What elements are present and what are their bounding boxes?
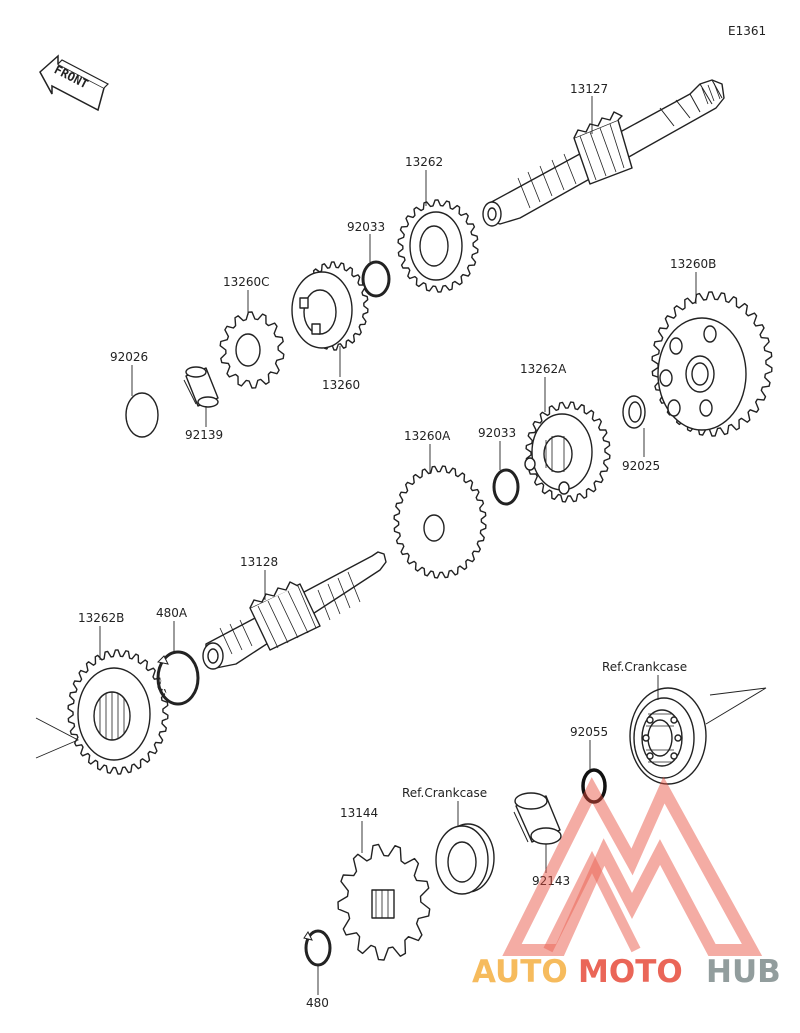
shaft-13127 [482,79,725,227]
shaft-13128 [202,551,387,670]
diagram-code: E1361 [728,24,766,38]
label-92033-top: 92033 [347,220,385,234]
gear-13260 [291,261,369,351]
label-92139: 92139 [185,428,223,442]
ball-bearing [629,687,707,785]
gear-13262b [67,649,169,775]
leader-crankcase-left [35,717,80,759]
label-480: 480 [306,996,329,1010]
label-13260b: 13260B [670,257,716,271]
label-480a: 480A [156,606,188,620]
label-92143: 92143 [532,874,570,888]
label-13260a: 13260A [404,429,451,443]
circlip-480a [156,650,200,706]
watermark-logo: AUTO MOTO HUB [472,776,781,990]
circlip-92033-mid [492,468,520,506]
front-arrow-icon: FRONT [39,54,110,112]
label-13262: 13262 [405,155,443,169]
label-13128: 13128 [240,555,278,569]
label-ref-crankcase-right: Ref.Crankcase [602,660,687,674]
label-92055: 92055 [570,725,608,739]
watermark-hub: HUB [706,954,781,990]
washer-92025 [622,395,646,429]
collar-92143 [513,792,562,845]
circlip-480 [303,929,332,967]
washer-92026 [125,392,159,438]
label-92033-mid: 92033 [478,426,516,440]
label-ref-crankcase-mid: Ref.Crankcase [402,786,487,800]
gear-13260a [393,465,487,579]
label-13260: 13260 [322,378,360,392]
gear-13260b [651,291,773,437]
bushing-92139 [183,366,219,408]
leader-crankcase-right [705,687,767,725]
label-13260c: 13260C [223,275,270,289]
gear-13262 [397,199,479,293]
oil-seal [435,823,495,895]
label-13262a: 13262A [520,362,567,376]
circlip-92033-top [361,260,391,298]
gear-13262a [524,401,611,503]
label-92025: 92025 [622,459,660,473]
sprocket-13144 [337,843,431,961]
gear-13260c [219,311,285,389]
label-13127: 13127 [570,82,608,96]
label-92026: 92026 [110,350,148,364]
oring-92055 [581,768,607,804]
label-13262b: 13262B [78,611,124,625]
watermark-moto: MOTO [578,954,683,990]
watermark-auto: AUTO [472,954,568,990]
label-13144: 13144 [340,806,378,820]
